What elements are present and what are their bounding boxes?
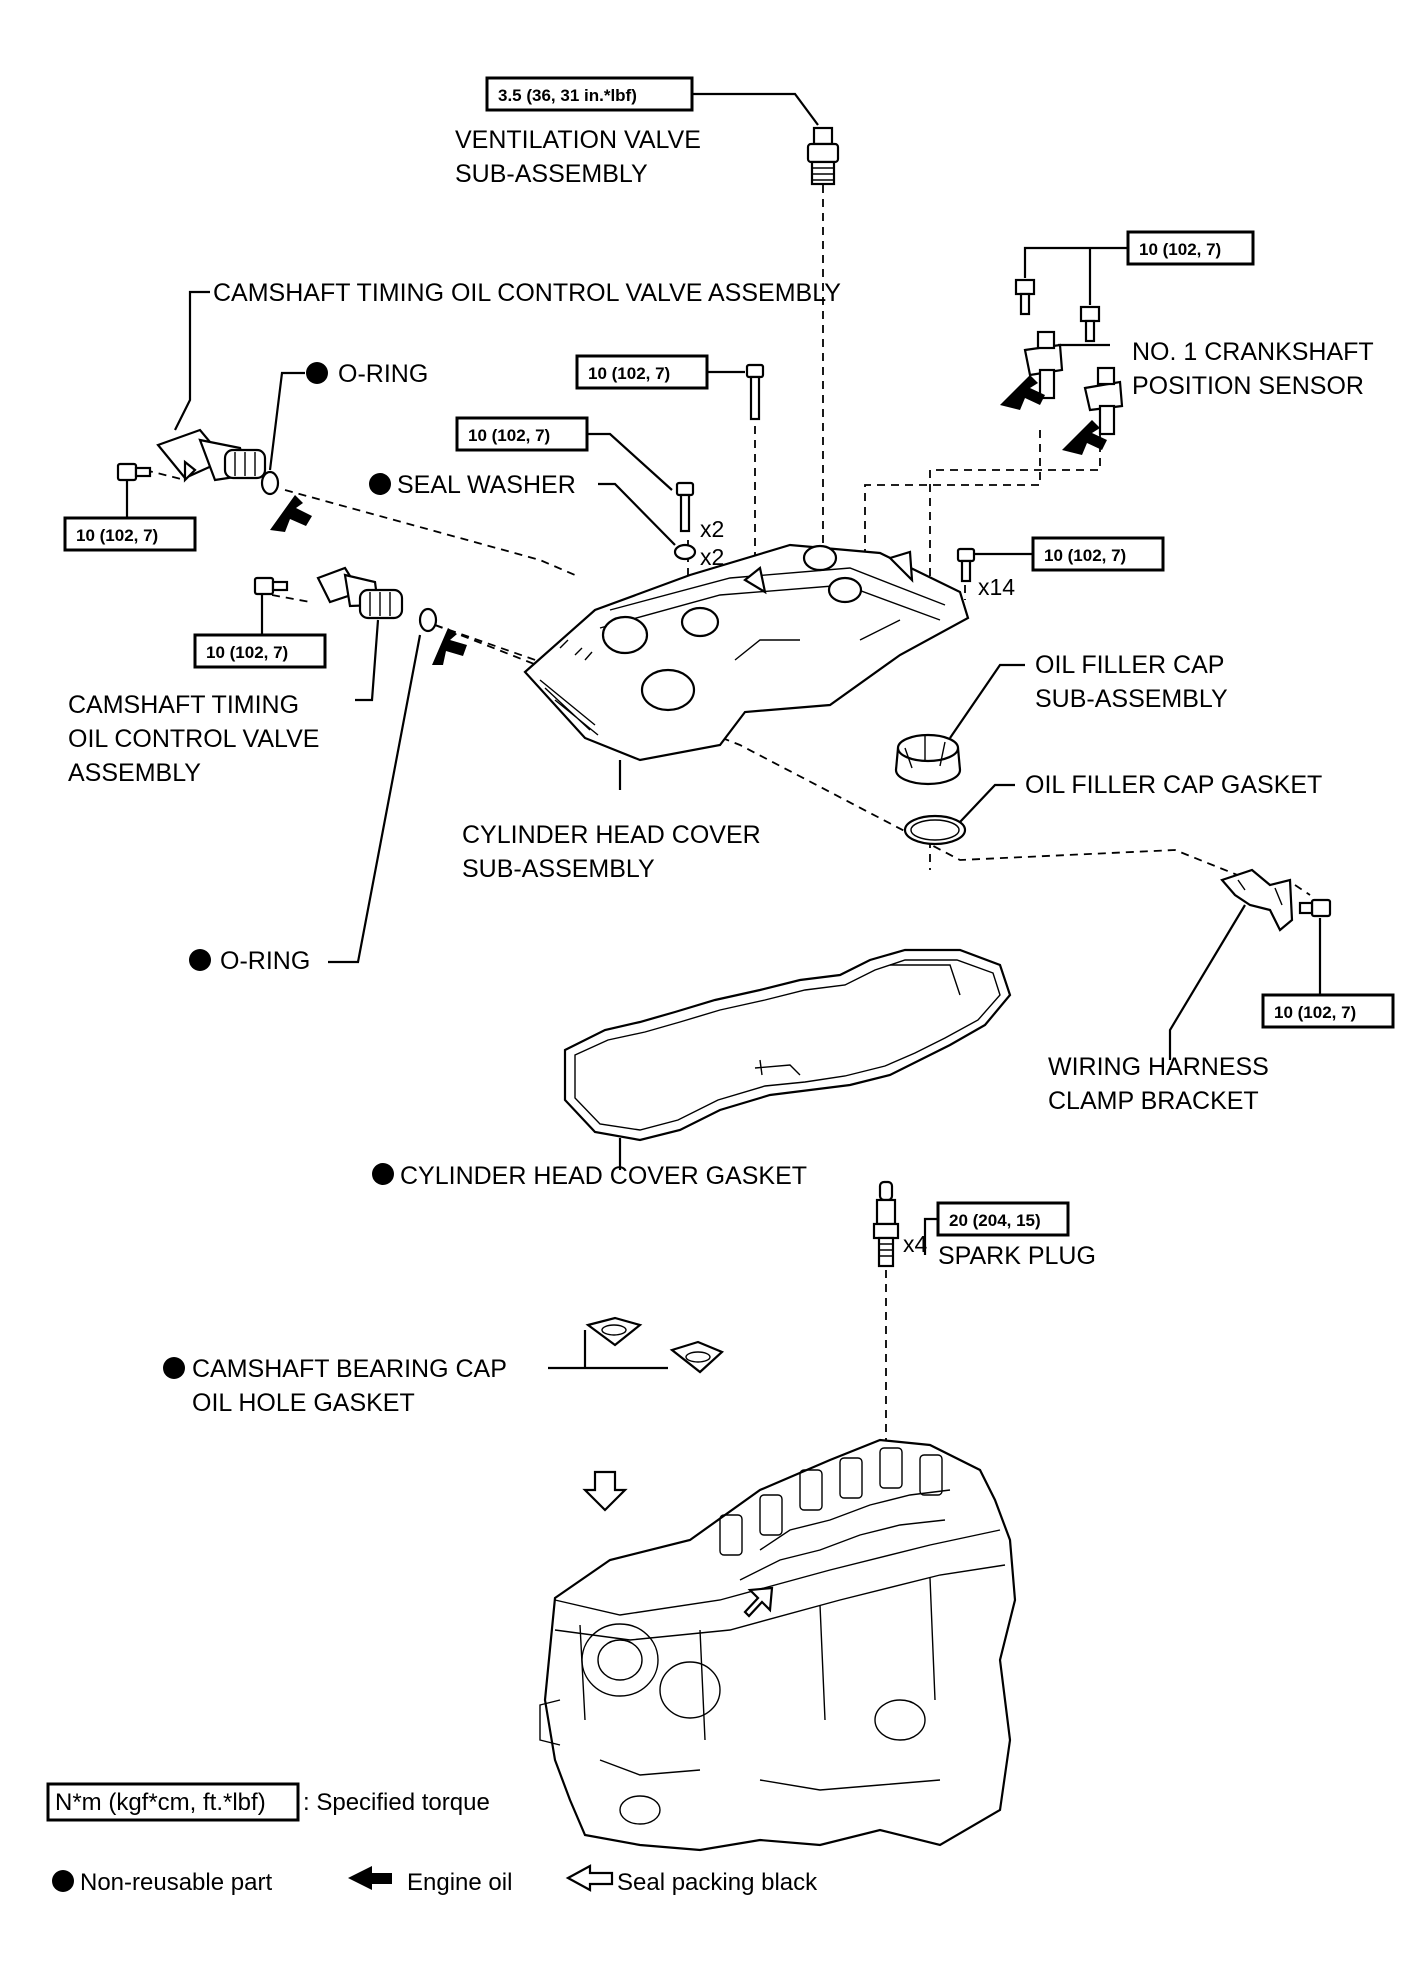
non-reusable-dot-icon — [369, 473, 391, 495]
seal-washer-leader — [598, 482, 676, 546]
svg-text:3.5 (36, 31 in.*lbf): 3.5 (36, 31 in.*lbf) — [498, 86, 637, 105]
oil-filler-gasket-label: OIL FILLER CAP GASKET — [1025, 771, 1322, 799]
seal-packing-arrow-icon — [565, 1864, 614, 1892]
svg-text:10 (102, 7): 10 (102, 7) — [76, 526, 158, 545]
engine-oil-arrow-icon — [270, 495, 312, 532]
non-reusable-dot-icon — [306, 362, 328, 384]
seal-washer-label: SEAL WASHER — [397, 471, 576, 499]
wiring-bracket-label-2: CLAMP BRACKET — [1048, 1087, 1259, 1115]
oring-upper — [260, 470, 280, 496]
oil-filler-gasket — [903, 814, 967, 846]
cover-bolt-top — [745, 363, 765, 421]
legend-row: Non-reusable part Engine oil Seal packin… — [52, 1864, 818, 1896]
oring-lower-label: O-RING — [220, 947, 310, 975]
legend-seal-packing: Seal packing black — [617, 1869, 818, 1896]
seal-washer — [673, 543, 697, 561]
torque-legend-unit: N*m (kgf*cm, ft.*lbf) — [55, 1789, 266, 1816]
svg-text:20 (204, 15): 20 (204, 15) — [949, 1211, 1041, 1230]
oil-filler-cap-leader — [949, 663, 1025, 739]
legend-engine-oil: Engine oil — [407, 1869, 512, 1896]
ventilation-valve-label-2: SUB-ASSEMBLY — [455, 160, 648, 188]
svg-text:10 (102, 7): 10 (102, 7) — [468, 426, 550, 445]
camshaft-ocv-lower-label-2: OIL CONTROL VALVE — [68, 725, 319, 753]
oil-filler-gasket-leader — [959, 783, 1015, 823]
legend-non-reusable: Non-reusable part — [80, 1869, 272, 1896]
head-cover-label-2: SUB-ASSEMBLY — [462, 855, 655, 883]
ocv-upper-torque: 10 (102, 7) — [63, 480, 197, 552]
oil-filler-cap-label: OIL FILLER CAP — [1035, 651, 1224, 679]
svg-text:10 (102, 7): 10 (102, 7) — [1139, 240, 1221, 259]
cover-bolts-x14 — [956, 547, 976, 583]
oil-filler-cap-label-2: SUB-ASSEMBLY — [1035, 685, 1228, 713]
crank-sensor-right — [1083, 366, 1124, 436]
bearing-gasket-label: CAMSHAFT BEARING CAP — [192, 1355, 507, 1383]
torque-legend-desc: : Specified torque — [303, 1789, 490, 1816]
torque-legend: N*m (kgf*cm, ft.*lbf) : Specified torque — [46, 1782, 490, 1822]
cylinder-head-assembly — [539, 1438, 1017, 1852]
wiring-bracket-label: WIRING HARNESS — [1048, 1053, 1269, 1081]
engine-oil-arrow-icon — [432, 628, 467, 665]
camshaft-ocv-lower-leader — [355, 619, 380, 702]
seal-packing-arrow-icon — [582, 1470, 628, 1512]
head-cover-gasket-label: CYLINDER HEAD COVER GASKET — [400, 1162, 807, 1190]
ventilation-valve-label: VENTILATION VALVE — [455, 126, 701, 154]
spark-plug-label: SPARK PLUG — [938, 1242, 1096, 1270]
cover-bolt-top-torque: 10 (102, 7) — [575, 354, 745, 390]
cover-bolts-qty: x14 — [978, 574, 1015, 600]
svg-text:10 (102, 7): 10 (102, 7) — [1044, 546, 1126, 565]
svg-text:10 (102, 7): 10 (102, 7) — [206, 643, 288, 662]
seal-packing-arrow-icon — [743, 1586, 774, 1618]
head-cover-label: CYLINDER HEAD COVER — [462, 821, 761, 849]
bearing-cap-gaskets — [585, 1316, 725, 1374]
seal-washer-bolt — [675, 481, 695, 533]
bearing-gasket-label-2: OIL HOLE GASKET — [192, 1389, 415, 1417]
seal-washer-bolt-qty: x2 — [700, 516, 724, 542]
spark-plug-torque: 20 (204, 15) — [923, 1201, 1070, 1255]
crank-sensor-bolts — [1014, 278, 1101, 343]
engine-oil-arrow-icon — [1000, 375, 1045, 410]
cylinder-head-cover — [523, 543, 970, 762]
crank-sensor-label-2: POSITION SENSOR — [1132, 372, 1364, 400]
ocv-upper-bolt — [116, 462, 152, 482]
non-reusable-dot-icon — [52, 1870, 74, 1892]
camshaft-ocv-upper-label: CAMSHAFT TIMING OIL CONTROL VALVE ASSEMB… — [213, 279, 841, 307]
ocv-lower-torque: 10 (102, 7) — [193, 594, 327, 669]
oil-filler-cap — [894, 733, 962, 786]
camshaft-ocv-lower-label: CAMSHAFT TIMING — [68, 691, 299, 719]
cover-bolts-x14-torque: 10 (102, 7) — [975, 536, 1165, 572]
wiring-bracket — [1220, 868, 1294, 932]
ventilation-valve — [806, 126, 840, 186]
camshaft-ocv-upper — [156, 428, 267, 483]
svg-text:10 (102, 7): 10 (102, 7) — [1274, 1003, 1356, 1022]
engine-oil-arrow-icon — [1062, 420, 1107, 455]
ocv-lower-bolt — [253, 576, 289, 596]
wiring-bracket-torque: 10 (102, 7) — [1261, 918, 1395, 1029]
svg-text:10 (102, 7): 10 (102, 7) — [588, 364, 670, 383]
non-reusable-dot-icon — [189, 949, 211, 971]
non-reusable-dot-icon — [163, 1357, 185, 1379]
oring-upper-leader — [268, 371, 305, 471]
bearing-gasket-leader — [548, 1330, 668, 1370]
seal-washer-torque: 10 (102, 7) — [455, 416, 673, 491]
oring-upper-label: O-RING — [338, 360, 428, 388]
spark-plug — [872, 1180, 900, 1268]
crank-sensor-label: NO. 1 CRANKSHAFT — [1132, 338, 1374, 366]
wiring-bracket-bolt — [1298, 898, 1332, 918]
spark-plug-qty: x4 — [903, 1231, 928, 1257]
camshaft-ocv-upper-leader — [174, 290, 210, 431]
crank-sensor-left — [1023, 330, 1064, 400]
non-reusable-dot-icon — [372, 1163, 394, 1185]
ventilation-valve-torque: 3.5 (36, 31 in.*lbf) — [485, 76, 819, 126]
engine-oil-arrow-icon — [348, 1866, 392, 1890]
head-cover-gasket — [563, 948, 1012, 1142]
camshaft-ocv-lower — [316, 566, 404, 620]
wiring-bracket-leader — [1168, 904, 1246, 1060]
camshaft-ocv-lower-label-3: ASSEMBLY — [68, 759, 201, 787]
oring-lower-leader — [328, 634, 422, 964]
oring-lower — [418, 607, 438, 633]
crank-sensor-torque: 10 (102, 7) — [1023, 230, 1255, 305]
